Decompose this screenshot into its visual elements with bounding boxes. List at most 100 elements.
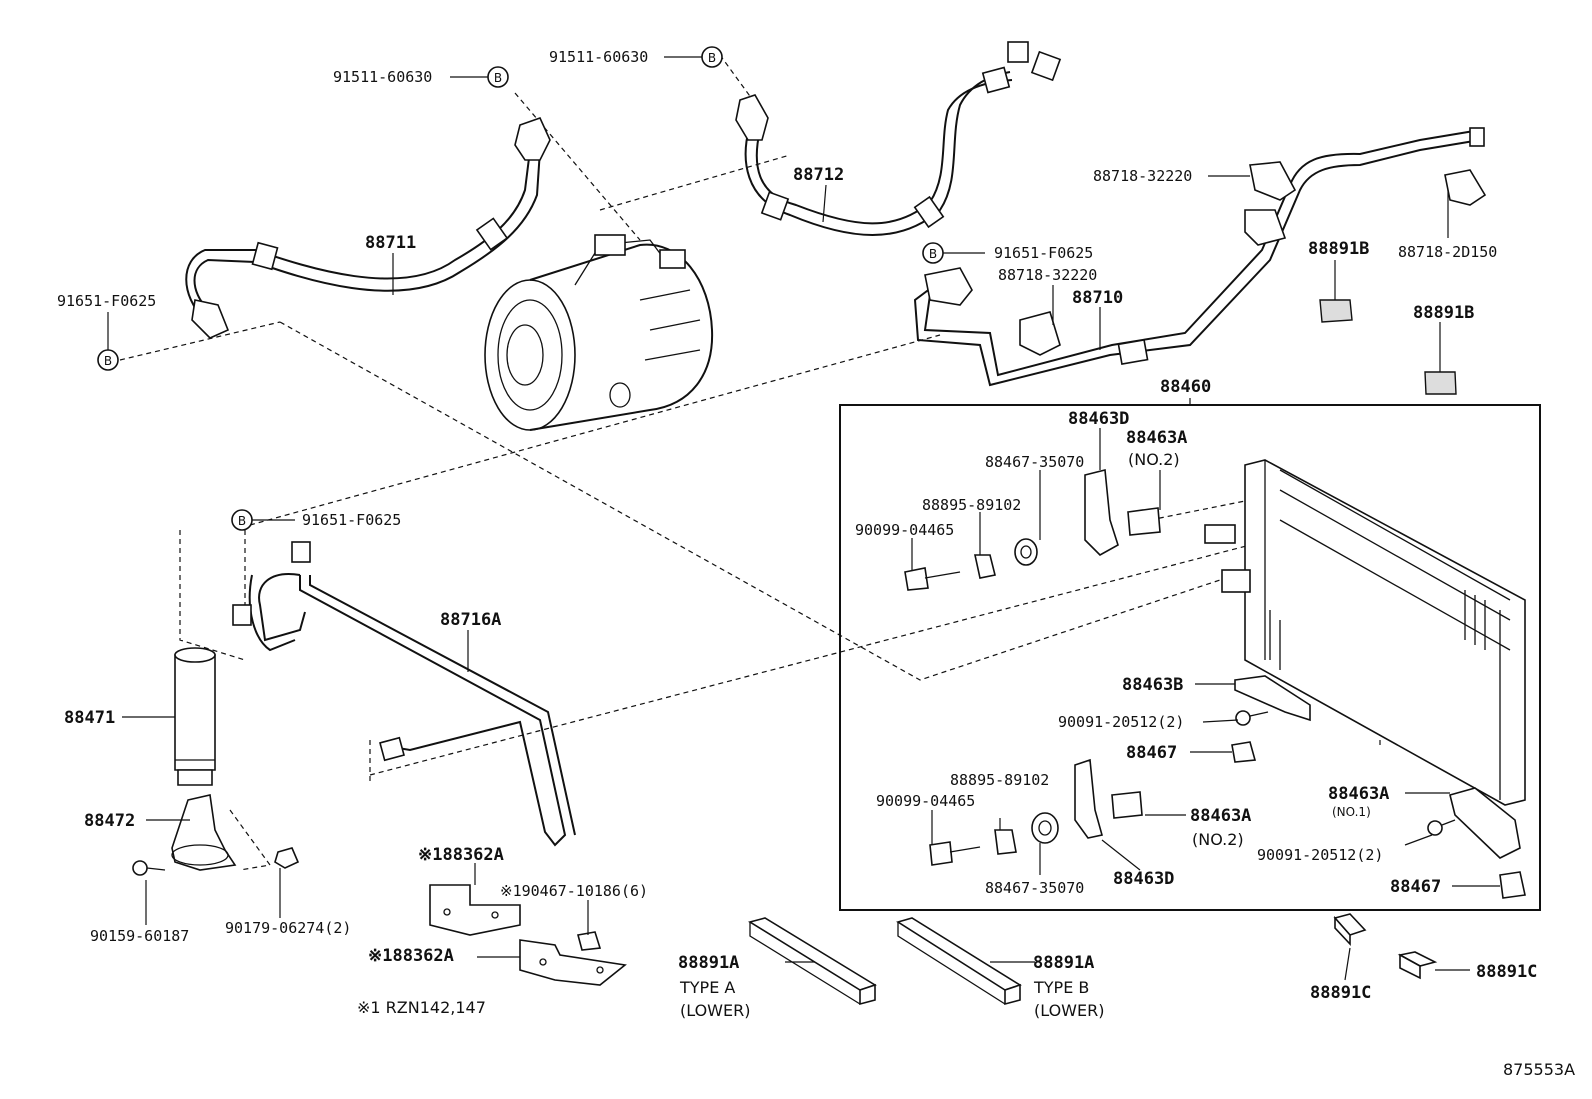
label-88467-a: 88467 <box>1126 743 1177 763</box>
condenser-assembly-box <box>839 398 1541 911</box>
switch-sensor[interactable] <box>1244 209 1287 246</box>
hose-88710[interactable] <box>913 127 1485 387</box>
label-90179-06274: 90179-06274(2) <box>225 919 351 937</box>
marker-b-1: B <box>487 66 509 88</box>
label-no2-b: (NO.2) <box>1192 830 1244 849</box>
compressor[interactable] <box>484 234 714 431</box>
label-88471: 88471 <box>64 708 115 728</box>
bolt-90099-04465-lower[interactable] <box>929 841 981 866</box>
label-rzn-note: ※1 RZN142,147 <box>357 998 486 1017</box>
bracket-188362a-lower[interactable] <box>519 939 627 986</box>
label-88891c-a: 88891C <box>1310 983 1371 1003</box>
collar-88895-89102-upper[interactable] <box>974 554 996 579</box>
label-88718-32220-b: 88718-32220 <box>998 266 1097 284</box>
bolt-90091-20512-upper[interactable] <box>1235 710 1269 726</box>
label-90099-04465-a: 90099-04465 <box>855 521 954 539</box>
cushion-88463a-upper[interactable] <box>1127 507 1161 536</box>
label-88891c-b: 88891C <box>1476 962 1537 982</box>
grommet-88467-35070-upper[interactable] <box>1014 538 1038 566</box>
marker-b-3: B <box>97 349 119 371</box>
bolt-90091-20512-lower[interactable] <box>1427 819 1456 836</box>
hose-88711[interactable] <box>185 117 551 339</box>
label-90091-20512-a: 90091-20512(2) <box>1058 713 1184 731</box>
pad-88891a-type-a[interactable] <box>748 917 877 1006</box>
label-91651-f0625-b: 91651-F0625 <box>994 244 1093 262</box>
label-91511-60630-a: 91511-60630 <box>333 68 432 86</box>
label-88895-89102-a: 88895-89102 <box>922 496 1021 514</box>
label-91651-f0625-a: 91651-F0625 <box>57 292 156 310</box>
label-88467-35070-a: 88467-35070 <box>985 453 1084 471</box>
bracket-88463d-lower[interactable] <box>1074 758 1103 839</box>
label-88463d-a: 88463D <box>1068 409 1129 429</box>
label-188362a-a: ※188362A <box>418 845 504 865</box>
label-88460: 88460 <box>1160 377 1211 397</box>
label-88891b-a: 88891B <box>1308 239 1369 259</box>
clip-88718-32220-b[interactable] <box>1019 311 1061 356</box>
bracket-88463d-upper[interactable] <box>1084 468 1119 556</box>
cushion-88463a-lower[interactable] <box>1111 791 1143 819</box>
collar-88895-89102-lower[interactable] <box>994 829 1017 855</box>
label-88891a-b: 88891A <box>1033 953 1094 973</box>
label-91651-f0625-c: 91651-F0625 <box>302 511 401 529</box>
bracket-88463a-no1[interactable] <box>1449 787 1521 859</box>
label-no2-a: (NO.2) <box>1128 450 1180 469</box>
svg-text:B: B <box>494 71 502 85</box>
dashed-guides <box>119 54 1496 871</box>
clip-88467-lower[interactable] <box>1499 871 1526 899</box>
pad-88891b-b[interactable] <box>1424 371 1457 395</box>
clip-88467-upper[interactable] <box>1231 741 1257 763</box>
bracket-188362a-upper[interactable] <box>429 884 521 936</box>
svg-text:B: B <box>104 354 112 368</box>
bracket-88463b[interactable] <box>1234 675 1311 722</box>
label-88463a-c: 88463A <box>1328 784 1389 804</box>
grommet-88467-35070-lower[interactable] <box>1031 812 1059 844</box>
condenser[interactable] <box>1204 459 1526 806</box>
label-88467-b: 88467 <box>1390 877 1441 897</box>
label-88712: 88712 <box>793 165 844 185</box>
label-88472: 88472 <box>84 811 135 831</box>
label-type-b: TYPE B <box>1033 978 1089 997</box>
label-90099-04465-b: 90099-04465 <box>876 792 975 810</box>
label-90091-20512-b: 90091-20512(2) <box>1257 846 1383 864</box>
label-88895-89102-b: 88895-89102 <box>950 771 1049 789</box>
label-88463b: 88463B <box>1122 675 1183 695</box>
label-188362a-b: ※188362A <box>368 946 454 966</box>
clip-88718-32220-a[interactable] <box>1249 161 1297 201</box>
hose-88712[interactable] <box>735 41 1062 236</box>
label-88463a-b: 88463A <box>1190 806 1251 826</box>
label-88718-32220-a: 88718-32220 <box>1093 167 1192 185</box>
label-lower-b: (LOWER) <box>1034 1001 1104 1020</box>
pad-88891a-type-b[interactable] <box>896 917 1022 1006</box>
svg-text:B: B <box>929 247 937 261</box>
bolt-90099-04465-upper[interactable] <box>904 567 961 591</box>
label-90467-10186: ※190467-10186(6) <box>500 882 648 900</box>
marker-b-4: B <box>922 242 944 264</box>
bolt-90159-60187[interactable] <box>132 860 166 876</box>
bracket-88472[interactable] <box>171 794 237 871</box>
label-90159-60187: 90159-60187 <box>90 927 189 945</box>
label-88710: 88710 <box>1072 288 1123 308</box>
label-88716a: 88716A <box>440 610 501 630</box>
label-88891b-b: 88891B <box>1413 303 1474 323</box>
label-type-a: TYPE A <box>679 978 735 997</box>
svg-text:B: B <box>238 514 246 528</box>
label-88891a-a: 88891A <box>678 953 739 973</box>
label-88463d-b: 88463D <box>1113 869 1174 889</box>
leader-lines <box>107 56 1500 981</box>
tube-88716a[interactable] <box>232 541 576 847</box>
pad-88891c-a[interactable] <box>1333 913 1367 947</box>
svg-text:B: B <box>708 51 716 65</box>
clip-88718-2d150[interactable] <box>1444 169 1487 206</box>
clip-90467-10186[interactable] <box>577 931 602 951</box>
label-91511-60630-b: 91511-60630 <box>549 48 648 66</box>
pad-88891b-a[interactable] <box>1319 299 1353 323</box>
marker-b-5: B <box>231 509 253 531</box>
label-88711: 88711 <box>365 233 416 253</box>
receiver-drier-88471[interactable] <box>174 647 216 786</box>
label-lower-a: (LOWER) <box>680 1001 750 1020</box>
pad-88891c-b[interactable] <box>1397 951 1438 980</box>
label-88463a-a: 88463A <box>1126 428 1187 448</box>
nut-90179-06274[interactable] <box>274 847 300 869</box>
